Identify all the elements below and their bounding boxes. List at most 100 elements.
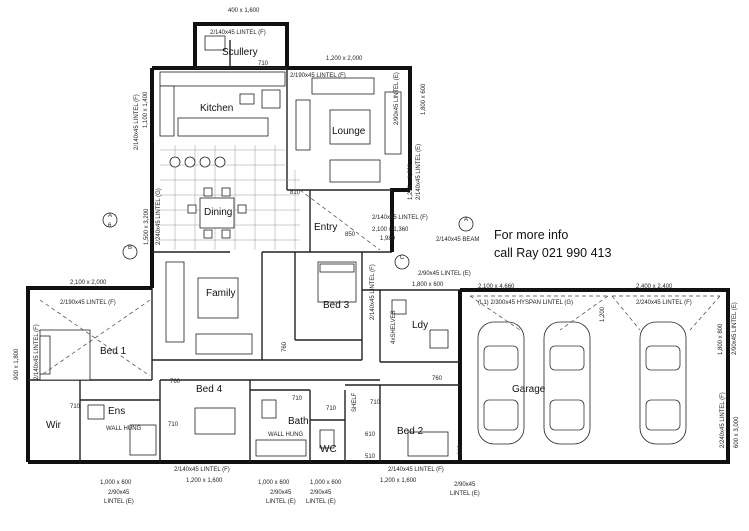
dim-door-760-b: 760: [282, 341, 288, 352]
dim-bottom-win-3: 1,000 x 600: [258, 480, 290, 486]
dim-entry-1980: 1,980: [380, 236, 396, 242]
dim-bottom-lintel-3: 2/90x45: [270, 490, 292, 496]
dim-door-850: 850: [345, 232, 356, 238]
dim-bed4-lintel: 2/140x45 LINTEL (F): [174, 467, 230, 473]
section-markers: [102, 212, 474, 270]
dim-garage-door-1: 2,100 x 4,660: [478, 284, 515, 290]
outer-walls: [26, 22, 730, 464]
lounge-furniture: [295, 77, 402, 183]
dim-shelf: SHELF: [352, 392, 358, 412]
dim-lounge-window: 1,200 x 2,000: [326, 56, 363, 62]
dim-garage-lintel-2: 2/240x45 LINTEL (F): [636, 300, 692, 306]
dim-scullery-710: 710: [258, 61, 269, 67]
room-bed2: Bed 2: [397, 426, 424, 437]
info-line-2: call Ray 021 990 413: [494, 246, 612, 260]
room-dining: Dining: [204, 207, 232, 218]
dim-garage-rear-window: 600 x 3,000: [734, 416, 740, 448]
dim-bottom-win-5: 1,200 x 1,600: [380, 478, 417, 484]
dim-bottom-win-2: 1,200 x 1,600: [186, 478, 223, 484]
dim-top-window: 400 x 1,600: [228, 8, 260, 14]
room-scullery: Scullery: [222, 47, 258, 58]
room-family: Family: [206, 288, 235, 299]
dim-lintel-e-90: 2/90x45 LINTEL (E): [418, 271, 471, 277]
dim-door-810: 810: [290, 190, 301, 196]
dim-bottom-lintel-1: 2/90x45: [108, 490, 130, 496]
dim-lounge-right-lintel: 2/140x45 LINTEL (E): [416, 144, 422, 200]
dim-garage-side-window: 1,800 x 800: [718, 323, 724, 355]
dim-lounge-right-window: 1,200 x 1,600: [408, 163, 414, 200]
dim-door-710-b: 710: [168, 422, 179, 428]
dim-entry-lintel: 2/140x45 LINTEL (F): [372, 215, 428, 221]
dim-bottom-lintel-5b: LINTEL (E): [450, 491, 480, 497]
dim-810: 810: [458, 444, 464, 455]
room-bed1: Bed 1: [100, 346, 127, 357]
room-ens: Ens: [108, 406, 125, 417]
dim-bottom-win-4: 1,000 x 600: [310, 480, 342, 486]
dim-bed3-lintel: 2/140x45 LINTEL (F): [370, 264, 376, 320]
dim-garage-door-2: 2,400 x 2,400: [636, 284, 673, 290]
beds: [39, 261, 449, 457]
dim-entry-door: 2,100 x 1,360: [372, 227, 409, 233]
dim-door-710-a: 710: [70, 404, 81, 410]
dim-scullery-lintel: 2/140x45 LINTEL (F): [210, 30, 266, 36]
dim-door-760-a: 760: [170, 379, 181, 385]
dim-win-1800x600: 1,800 x 600: [412, 282, 444, 288]
dim-door-710-d: 710: [326, 406, 337, 412]
dim-510: 510: [365, 454, 376, 460]
dashed-lines: [39, 189, 721, 377]
kitchen-fixtures: [159, 35, 286, 168]
dim-kitchen-window: 1,100 x 1,400: [143, 91, 149, 128]
dim-kitchen-lintel: 2/140x45 LINTEL (F): [134, 94, 140, 150]
room-lounge: Lounge: [332, 126, 366, 137]
dim-wall-hung-bath: WALL HUNG: [268, 432, 304, 438]
dim-door-710-e: 710: [370, 400, 381, 406]
section-a-right: A: [464, 217, 468, 223]
section-a-top: A: [108, 213, 112, 219]
dim-entry-beam: 2/140x45 BEAM: [436, 237, 479, 243]
dim-610: 610: [365, 432, 376, 438]
bath-fixtures: [87, 299, 449, 457]
dim-bottom-lintel-3b: LINTEL (E): [266, 499, 296, 505]
section-6-top: 6: [108, 223, 112, 229]
dim-bottom-win-1: 1,000 x 600: [100, 480, 132, 486]
contact-info: For more info call Ray 021 990 413: [494, 226, 611, 262]
dining-table: [187, 187, 247, 239]
room-bed3: Bed 3: [323, 300, 350, 311]
garage-cars: [477, 321, 687, 445]
dim-bed1-lintel: 2/190x45 LINTEL (F): [60, 300, 116, 306]
dim-bed2-lintel: 2/140x45 LINTEL (F): [388, 467, 444, 473]
dim-dining-window: 1,500 x 3,200: [144, 208, 150, 245]
dim-garage-side-lintel: 2/90x45 LINTEL (E): [732, 302, 738, 355]
dim-bed1-side-lintel: 2/140x45 LINTEL (F): [34, 324, 40, 380]
dim-lounge-side-window: 1,800 x 600: [421, 83, 427, 115]
info-line-1: For more info: [494, 228, 569, 242]
room-bath: Bath: [288, 416, 309, 427]
room-bed4: Bed 4: [196, 384, 223, 395]
section-b-left: B: [128, 245, 132, 251]
dim-dining-lintel: 2/240x45 LINTEL (G): [156, 188, 162, 245]
dim-wall-hung-ens: WALL HUNG: [106, 426, 142, 432]
dim-bottom-lintel-1b: LINTEL (E): [104, 499, 134, 505]
dim-family-window: 2,100 x 2,000: [70, 280, 107, 286]
room-entry: Entry: [314, 222, 337, 233]
dim-bed1-side-window: 900 x 1,800: [14, 348, 20, 380]
dim-lounge-lintel: 2/190x45 LINTEL (F): [290, 73, 346, 79]
room-kitchen: Kitchen: [200, 103, 233, 114]
dim-bottom-lintel-5: 2/90x45: [454, 482, 476, 488]
dim-bottom-lintel-4: 2/90x45: [310, 490, 332, 496]
dim-lounge-side-lintel: 2/90x45 LINTEL (E): [394, 72, 400, 125]
dim-bottom-lintel-4b: LINTEL (E): [306, 499, 336, 505]
family-furniture: [165, 261, 253, 355]
room-wir: Wir: [46, 420, 62, 431]
interior-walls: [28, 40, 460, 462]
room-labels: Scullery Kitchen Lounge Dining Entry Fam…: [46, 47, 546, 455]
dim-door-710-c: 710: [292, 396, 303, 402]
dim-shelves: 4xSHELVES: [391, 310, 397, 344]
room-ldy: Ldy: [412, 320, 428, 331]
dim-garage-lintel-1: (L1) 2/300x45 HYSPAN LINTEL (G): [478, 300, 573, 306]
room-wc: WC: [320, 444, 337, 455]
room-garage: Garage: [512, 384, 546, 395]
dim-door-760-c: 760: [432, 376, 443, 382]
dimension-labels: 400 x 1,600 2/140x45 LINTEL (F) 710 1,20…: [14, 8, 740, 505]
